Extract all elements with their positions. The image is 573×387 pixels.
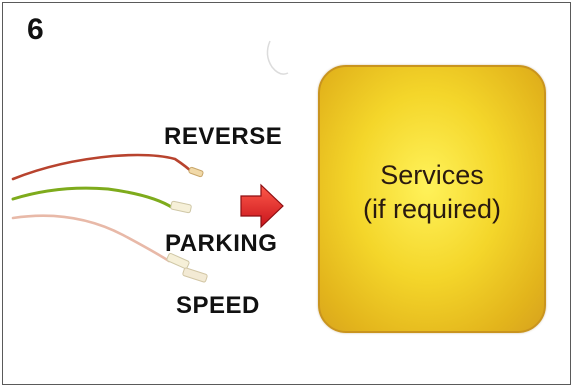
wire-parking <box>13 188 173 208</box>
right-arrow-icon <box>239 183 285 229</box>
label-speed: SPEED <box>176 292 260 320</box>
wire-reverse <box>13 155 193 179</box>
services-line2: (if required) <box>363 192 501 226</box>
label-parking: PARKING <box>165 230 277 258</box>
wire-parking-terminal <box>170 201 191 213</box>
services-text: Services (if required) <box>363 158 501 226</box>
wire-speed <box>13 216 169 261</box>
services-box: Services (if required) <box>318 65 546 333</box>
wires-illustration <box>3 3 323 303</box>
wire-reverse-terminal <box>188 167 203 177</box>
label-reverse: REVERSE <box>164 123 282 151</box>
services-line1: Services <box>363 158 501 192</box>
wire-speed-connector <box>182 267 207 282</box>
